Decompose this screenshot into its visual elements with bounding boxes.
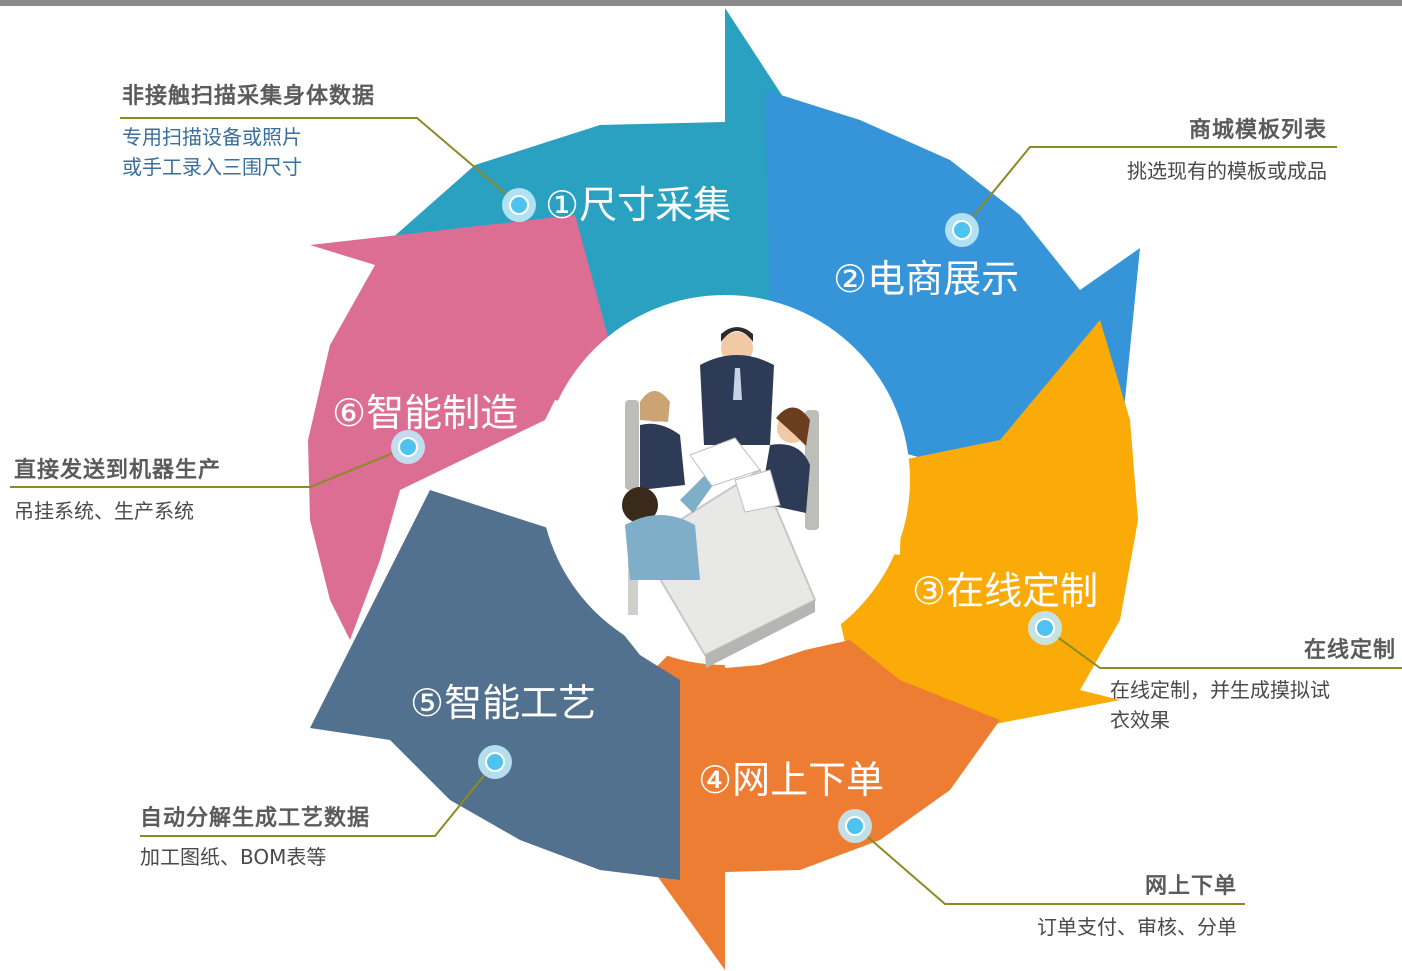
note-1-title: 非接触扫描采集身体数据: [122, 84, 376, 109]
step-labels: ①尺寸采集 ②电商展示 ③在线定制 ④网上下单 ⑤智能工艺 ⑥智能制造: [332, 183, 1098, 802]
note-4-line1: 订单支付、审核、分单: [1037, 915, 1237, 939]
note-6-title: 直接发送到机器生产: [14, 458, 222, 483]
step-label-5: ⑤智能工艺: [410, 681, 596, 725]
step-label-6: ⑥智能制造: [332, 391, 518, 435]
segment-smart-manufacturing: [308, 215, 632, 640]
note-4-title: 网上下单: [1144, 874, 1237, 899]
note-6-line1: 吊挂系统、生产系统: [14, 499, 194, 523]
step-label-3: ③在线定制: [912, 569, 1098, 613]
leader-line-1: [120, 117, 520, 206]
dot-step-2: [945, 213, 979, 247]
dot-step-6: [391, 430, 425, 464]
note-5-line1: 加工图纸、BOM表等: [140, 845, 327, 869]
step-label-2: ②电商展示: [833, 257, 1019, 301]
note-5-title: 自动分解生成工艺数据: [140, 806, 371, 831]
meeting-illustration: [622, 327, 819, 668]
step-label-1: ①尺寸采集: [545, 183, 731, 227]
dot-step-5: [478, 745, 512, 779]
leader-lines: [10, 117, 1402, 905]
dot-step-4: [838, 809, 872, 843]
leader-line-2: [961, 146, 1337, 231]
top-border: [0, 0, 1402, 6]
note-step-4: 网上下单 订单支付、审核、分单: [1037, 868, 1237, 942]
note-2-title: 商城模板列表: [1188, 118, 1327, 143]
note-step-2: 商城模板列表 挑选现有的模板或成品: [1127, 112, 1327, 186]
dot-step-1: [502, 188, 536, 222]
note-3-line1: 在线定制，并生成摸拟试: [1110, 678, 1330, 702]
segment-online-customization: [822, 320, 1138, 748]
note-step-3: 在线定制: [1304, 632, 1396, 664]
note-step-5: 自动分解生成工艺数据 加工图纸、BOM表等: [140, 800, 370, 872]
leader-line-5: [140, 761, 496, 837]
leader-line-6: [10, 446, 409, 488]
note-1-line2: 或手工录入三围尺寸: [122, 155, 302, 179]
note-3-line2: 衣效果: [1110, 708, 1170, 732]
step-label-4: ④网上下单: [698, 758, 884, 802]
note-1-line1: 专用扫描设备或照片: [122, 125, 302, 149]
note-step-6: 直接发送到机器生产 吊挂系统、生产系统: [14, 452, 221, 526]
note-step-3-desc: 在线定制，并生成摸拟试 衣效果: [1110, 675, 1330, 735]
leader-line-3: [1044, 627, 1402, 669]
leader-line-4: [854, 825, 1245, 905]
note-3-title: 在线定制: [1303, 638, 1396, 663]
note-2-line1: 挑选现有的模板或成品: [1127, 159, 1327, 183]
segment-size-collection: [390, 8, 870, 345]
step-dots: [391, 188, 1062, 843]
dot-step-3: [1028, 611, 1062, 645]
note-step-1: 非接触扫描采集身体数据 专用扫描设备或照片 或手工录入三围尺寸: [122, 78, 375, 182]
